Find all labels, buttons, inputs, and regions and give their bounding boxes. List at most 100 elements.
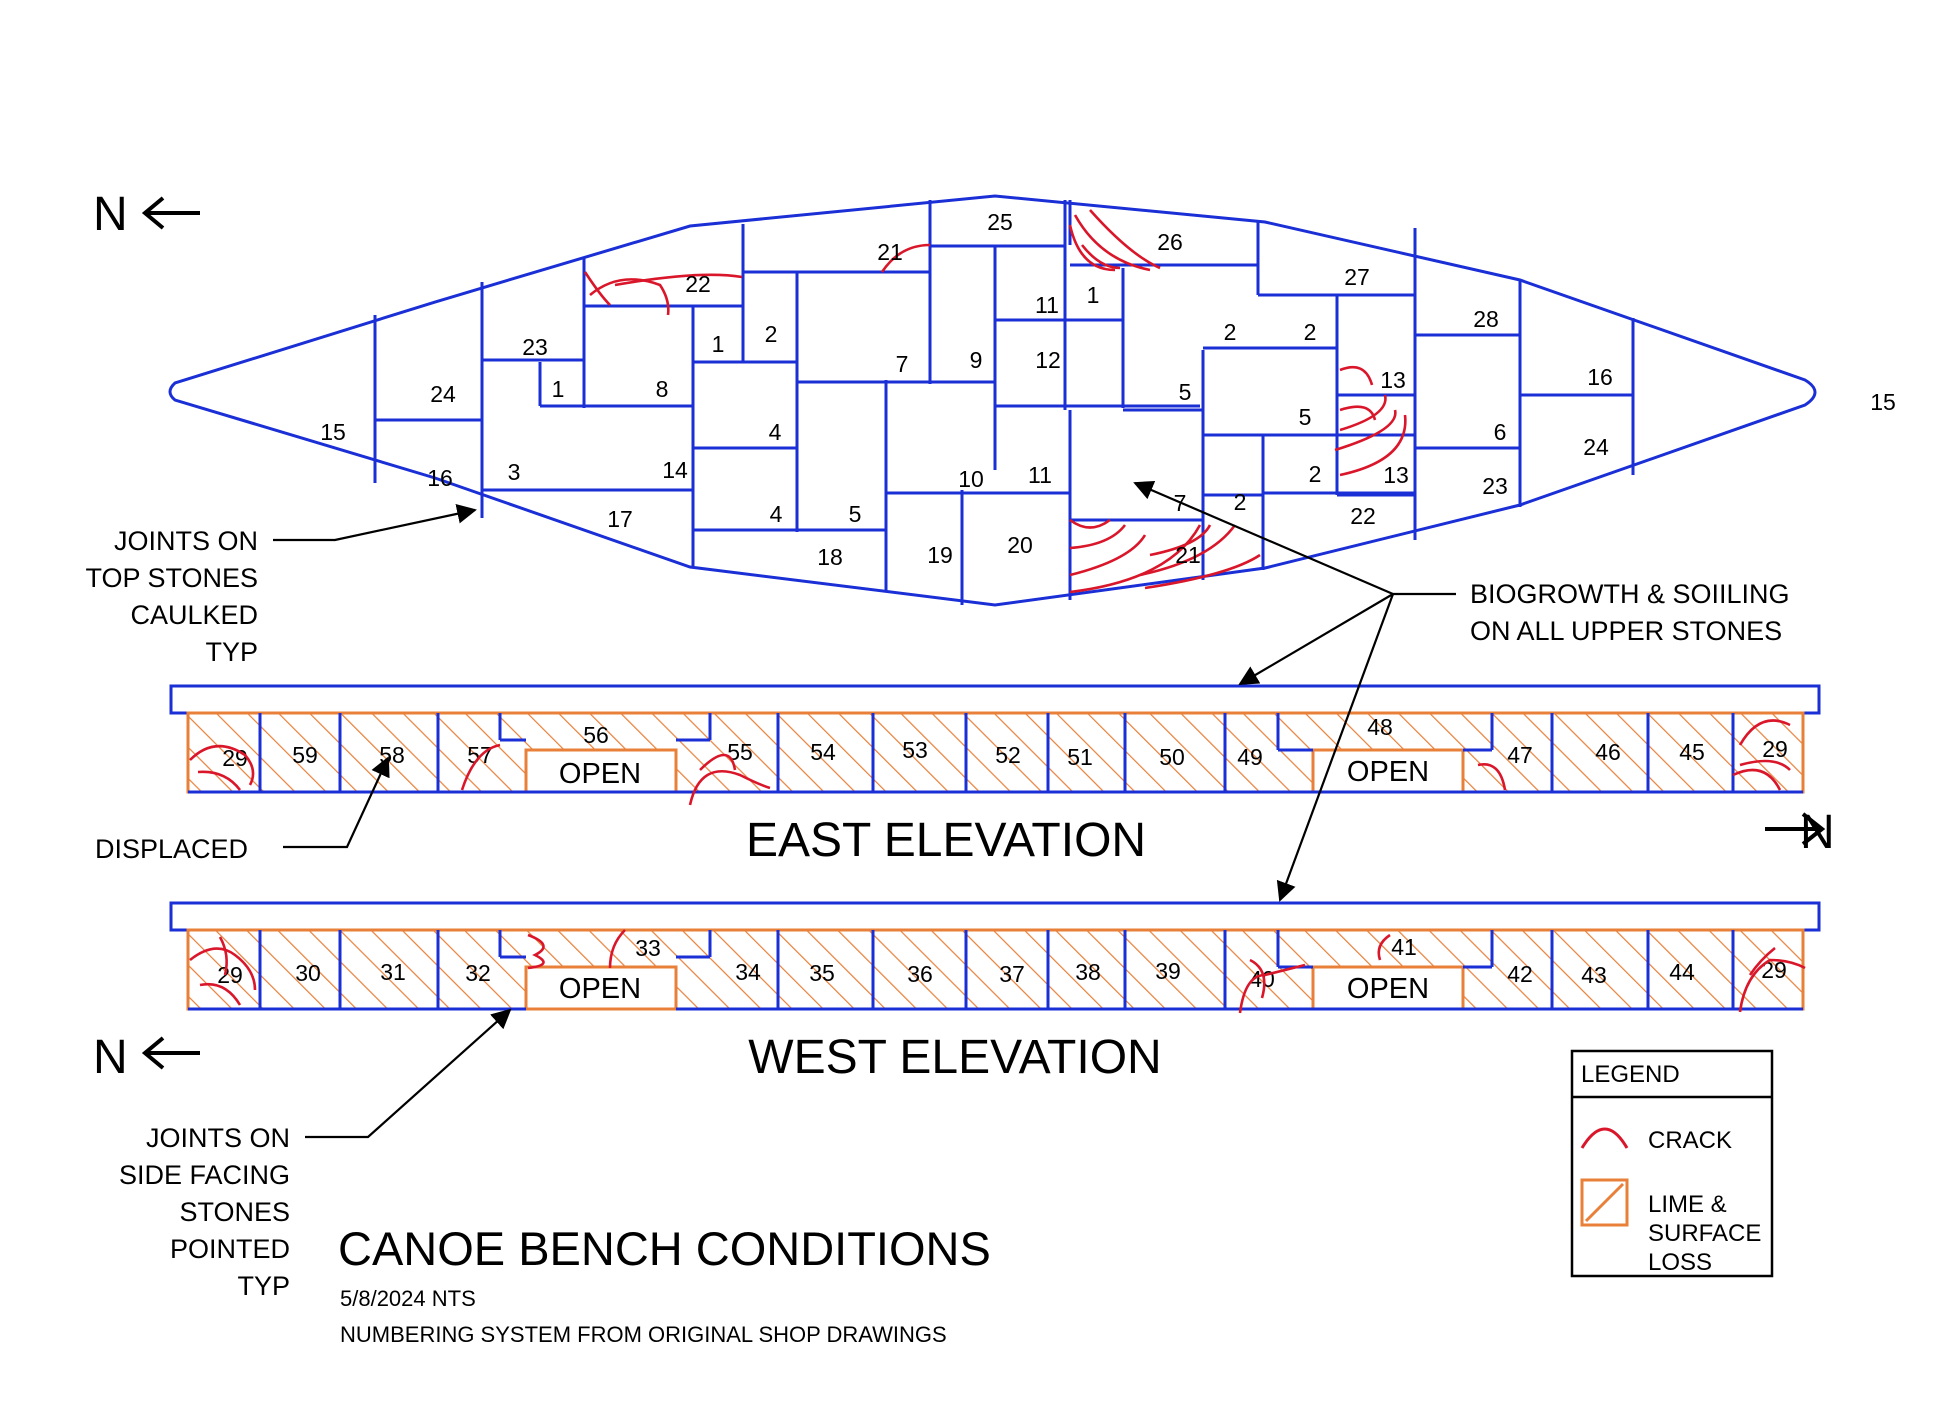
east-stone-label: 56 [583,722,609,748]
note-line: BIOGROWTH & SOIILING [1470,579,1790,609]
west-stone-label: 34 [735,959,761,985]
plan-stone-label: 16 [1587,364,1613,390]
plan-stone-label: 2 [765,321,778,347]
plan-stone-label: 2 [1224,319,1237,345]
plan-stone-label: 4 [769,419,782,445]
east-stone-label: 49 [1237,744,1263,770]
plan-stone-label: 13 [1380,367,1406,393]
north-arrow-top: N [93,188,200,241]
west-stone-label: 36 [907,961,933,987]
west-cracks [189,929,1806,1014]
note-line: TOP STONES [85,563,258,593]
plan-stone-label: 22 [685,271,711,297]
plan-stone-label: 14 [662,457,688,483]
plan-stone-label: 3 [508,459,521,485]
east-stone-label: 59 [292,742,318,768]
legend-item-label: LOSS [1648,1249,1712,1276]
numbering-note: NUMBERING SYSTEM FROM ORIGINAL SHOP DRAW… [340,1322,947,1347]
east-elevation-title: EAST ELEVATION [746,814,1146,867]
west-stone-label: 44 [1669,959,1695,985]
plan-stone-label: 19 [927,542,953,568]
plan-stone-label: 23 [1482,473,1508,499]
west-stone-label: 35 [809,960,835,986]
arrow-right-icon [1801,812,1826,846]
plan-stone-label: 12 [1035,347,1061,373]
note-displaced: DISPLACED [95,756,390,864]
note-line: SIDE FACING [119,1160,290,1190]
note-line: CAULKED [130,600,258,630]
plan-stone-label: 4 [770,501,783,527]
plan-stone-label: 11 [1028,462,1052,488]
west-opening [524,965,678,1011]
north-arrow-west: N [93,1031,200,1084]
east-elevation: 29 59 58 57 56 55 54 53 52 51 50 49 48 4… [169,684,1821,867]
note-line: STONES [179,1197,290,1227]
legend-item-label: SURFACE [1648,1220,1761,1247]
note-line: JOINTS ON [114,526,258,556]
arrow-left-icon [141,1036,165,1070]
plan-stone-label: 13 [1383,462,1409,488]
east-cracks [189,719,1791,806]
date-scale: 5/8/2024 NTS [340,1286,476,1311]
note-line: DISPLACED [95,834,248,864]
plan-stone-label: 23 [522,334,548,360]
note-line: ON ALL UPPER STONES [1470,616,1782,646]
plan-stone-label: 2 [1309,461,1322,487]
plan-stone-label: 24 [430,381,456,407]
west-opening [1311,965,1465,1011]
plan-stone-label: 5 [1179,379,1192,405]
note-joints-side: JOINTS ON SIDE FACING STONES POINTED TYP [119,1008,512,1301]
plan-stone-label: 15 [1870,389,1896,415]
west-elevation-title: WEST ELEVATION [748,1031,1161,1084]
top-plan [168,194,1817,607]
plan-stone-label: 10 [958,466,984,492]
east-stone-label: 50 [1159,744,1185,770]
plan-stone-label: 21 [1175,542,1201,568]
east-stone-label: 47 [1507,742,1533,768]
west-stone-label: 33 [635,935,661,961]
plan-stone-label: 18 [817,544,843,570]
note-biogrowth: BIOGROWTH & SOIILING ON ALL UPPER STONES [1133,480,1790,902]
legend-header: LEGEND [1581,1061,1680,1088]
north-label: N [93,188,128,241]
legend: LEGEND CRACK LIME & SURFACE LOSS [1570,1049,1774,1278]
west-stone-label: 41 [1391,934,1417,960]
east-stone-label: 58 [379,742,405,768]
plan-stone-label: 2 [1304,319,1317,345]
east-stone-label: 29 [1762,736,1788,762]
open-label: OPEN [559,758,641,790]
plan-outline [168,194,1817,607]
plan-stone-label: 15 [320,419,346,445]
plan-stone-label: 5 [1299,404,1312,430]
east-stone-label: 52 [995,742,1021,768]
crack-symbol-icon [1580,1127,1629,1149]
west-stone-label: 30 [295,960,321,986]
east-opening [524,748,678,794]
note-line: JOINTS ON [146,1123,290,1153]
plan-stone-label: 21 [877,239,903,265]
note-line: TYP [205,637,258,667]
east-stone-label: 45 [1679,739,1705,765]
west-stone-label: 29 [217,962,243,988]
plan-stone-label: 2 [1234,489,1247,515]
west-stone-label: 42 [1507,961,1533,987]
plan-stone-label: 1 [1087,282,1100,308]
plan-stone-label: 16 [427,465,453,491]
plan-stone-label: 7 [896,351,909,377]
plan-stone-label: 20 [1007,532,1033,558]
plan-stone-label: 1 [552,376,565,402]
plan-stone-label: 17 [607,506,633,532]
open-label: OPEN [1347,756,1429,788]
note-joints-top: JOINTS ON TOP STONES CAULKED TYP [85,504,477,667]
east-opening [1311,748,1465,794]
west-elevation: 29 30 31 32 33 34 35 36 37 38 39 40 41 4… [169,901,1821,1084]
open-label: OPEN [559,973,641,1005]
plan-stone-label: 25 [987,209,1013,235]
west-stone-label: 43 [1581,962,1607,988]
plan-stone-label: 26 [1157,229,1183,255]
plan-stone-label: 6 [1494,419,1507,445]
plan-cracks [583,209,1407,594]
north-label: N [93,1031,128,1084]
plan-stone-label: 28 [1473,306,1499,332]
legend-item-label: LIME & [1648,1191,1727,1218]
